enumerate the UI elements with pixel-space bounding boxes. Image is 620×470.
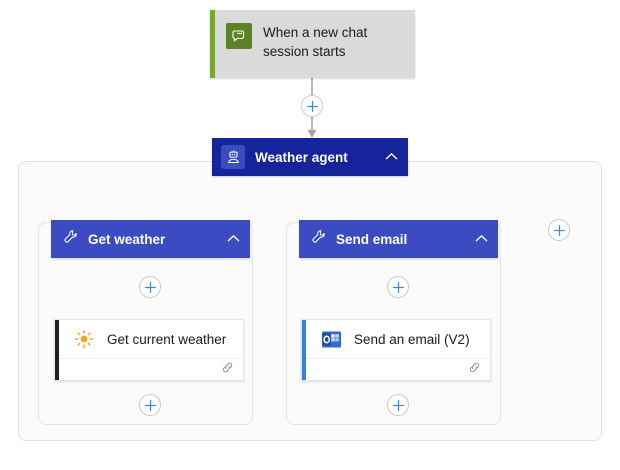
add-step-get-weather-before-action-button[interactable] <box>139 276 161 298</box>
wrench-icon <box>63 229 78 249</box>
tool-header-send-email[interactable]: Send email <box>299 220 498 258</box>
action-title: Send an email (V2) <box>354 331 470 347</box>
action-body: Get current weather <box>59 320 243 380</box>
action-main-row: Get current weather <box>59 320 243 359</box>
sun-icon <box>73 328 95 350</box>
agent-node-weather-agent[interactable]: Weather agent <box>212 138 408 176</box>
add-step-get-weather-after-action-button[interactable] <box>139 394 161 416</box>
action-footer <box>306 359 490 380</box>
chevron-up-icon[interactable] <box>227 230 240 248</box>
trigger-title: When a new chat session starts <box>263 25 368 59</box>
action-body: Send an email (V2) <box>306 320 490 380</box>
chevron-up-icon[interactable] <box>475 230 488 248</box>
link-icon[interactable] <box>221 361 234 379</box>
action-footer <box>59 359 243 380</box>
agent-title: Weather agent <box>255 149 348 165</box>
tool-title: Get weather <box>88 231 166 247</box>
add-step-after-trigger-button[interactable] <box>301 95 323 117</box>
wrench-icon <box>311 229 326 249</box>
action-card-get-current-weather[interactable]: Get current weather <box>54 319 244 381</box>
tool-title: Send email <box>336 231 408 247</box>
tool-header-get-weather[interactable]: Get weather <box>51 220 250 258</box>
trigger-card[interactable]: When a new chat session starts <box>210 10 415 78</box>
add-step-send-email-after-action-button[interactable] <box>387 394 409 416</box>
chevron-up-icon[interactable] <box>385 148 398 166</box>
add-tool-to-agent-button[interactable] <box>548 219 570 241</box>
action-card-send-an-email[interactable]: Send an email (V2) <box>301 319 491 381</box>
add-step-send-email-before-action-button[interactable] <box>387 276 409 298</box>
chat-bubble-icon <box>226 23 252 49</box>
trigger-accent-bar <box>210 10 215 78</box>
action-main-row: Send an email (V2) <box>306 320 490 359</box>
robot-icon <box>221 145 245 169</box>
outlook-icon <box>320 328 342 350</box>
link-icon[interactable] <box>468 361 481 379</box>
action-title: Get current weather <box>107 331 227 347</box>
action-accent-bar <box>55 320 59 380</box>
action-accent-bar <box>302 320 306 380</box>
trigger-content: When a new chat session starts <box>215 10 408 61</box>
